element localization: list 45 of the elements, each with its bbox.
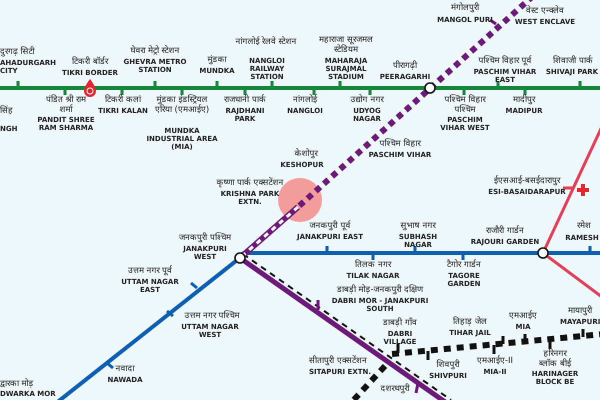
station-name: हरिनगर ब्लॉक बीई [538, 350, 572, 370]
station-name: सुभाष नगर [400, 222, 437, 232]
station-name: दुरगढ़ सिटी [0, 48, 36, 58]
station-name: पश्चिम विहार [378, 140, 422, 150]
station-name: नांगलोई रेलवे स्टेशन [235, 38, 297, 48]
station-name: मुंडका इंडस्ट्रियल एरिया (एमआईए) [154, 96, 210, 116]
station-name: मंगोलपुरी [450, 4, 480, 14]
station-name: टिकरी कलां [104, 96, 142, 106]
station-name: टैगोर गार्डन [446, 261, 482, 271]
station-name: घेवरा मेट्रो स्टेशन [129, 47, 181, 57]
station-name: राजधानी पार्क [223, 96, 267, 106]
station-name: कृष्णा पार्क एक्सटेंशन [215, 179, 285, 189]
station-name: डाबड़ी मोड़-जनकपुरी दक्षिण [336, 286, 424, 296]
station-name: डाबड़ी गाँव [382, 319, 418, 329]
station-name: जनकपुरी पूर्व [308, 222, 352, 232]
station-name: सिंह [0, 107, 14, 117]
station-name: एमआईए-II [476, 357, 514, 367]
station-name: केशोपुर [294, 150, 319, 160]
station-name: सीतापुरी एक्सटेंशन [308, 357, 368, 367]
station-name: शिवपुरी [436, 361, 461, 371]
station-name: पश्चिम विहार पश्चिम [444, 96, 487, 116]
station-name: जनकपुरी पश्चिम [178, 234, 232, 244]
station-name: एमआईए [508, 312, 538, 322]
station-name: नवादा [114, 365, 136, 375]
station-name: वेस्ट एन्क्लेव [525, 7, 565, 17]
station-name: पीरागढ़ी [392, 62, 418, 72]
station-name: तिहाड़ जेल [452, 318, 488, 328]
station-name: द्वारका मोड़ [0, 380, 35, 390]
station-name: राजौरी गार्डन [485, 227, 525, 237]
station-name: दशरथपुरी [380, 385, 411, 395]
station-name: उत्तम नगर पूर्व [126, 267, 174, 277]
station-name: उत्तम नगर पश्चिम [183, 312, 241, 322]
station-name: उद्योग नगर [350, 96, 385, 106]
station-name: नांगलोई [292, 96, 318, 106]
station-name: शिवाजी पार्क [552, 57, 594, 67]
station-name: पंडित श्री राम शर्मा [44, 96, 88, 116]
station-name: तिलक नगर [354, 261, 392, 271]
station-name: मायापुरी [567, 307, 594, 317]
station-name: ईएसआई-बसईदारापुर [492, 177, 562, 187]
station-name: टिकरी बॉर्डर [71, 58, 110, 68]
station-name: पश्चिम विहार पूर्व [477, 57, 533, 67]
station-name: मादीपुर [512, 96, 536, 106]
station-name: रमेश [576, 222, 592, 232]
station-name: महाराजा सूरजमल स्टेडियम [318, 36, 374, 56]
station-name: मुंडका [206, 56, 228, 66]
